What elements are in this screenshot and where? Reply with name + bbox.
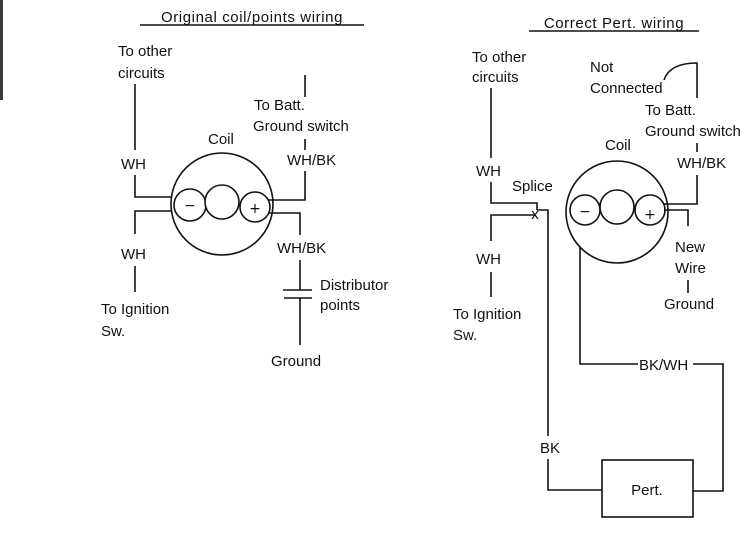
- right-wire-bkwh-left: [579, 222, 638, 365]
- left-to-other-circuits-1: To other: [118, 43, 172, 60]
- right-to-other-circuits-1: To other: [472, 49, 526, 66]
- right-wire-bk-lower: [547, 459, 602, 491]
- left-coil-positive-terminal: [239, 191, 271, 223]
- right-coil-center: [599, 189, 635, 225]
- right-new-wire-2: Wire: [675, 260, 706, 277]
- left-to-ignition-1: To Ignition: [101, 301, 169, 318]
- left-wire-label-whbk-top: WH/BK: [287, 152, 336, 169]
- right-to-batt-1: To Batt.: [645, 102, 696, 119]
- left-minus-sign: −: [184, 198, 196, 214]
- left-wire-label-wh-top: WH: [121, 156, 146, 173]
- left-wire-bottom-left-upper: [134, 210, 178, 234]
- right-wire-label-wh-top: WH: [476, 163, 501, 180]
- right-minus-sign: −: [579, 204, 591, 220]
- pertronix-label: Pert.: [631, 482, 663, 499]
- right-new-wire-1: New: [675, 239, 705, 256]
- pertronix-module: [601, 459, 694, 518]
- scan-edge: [0, 0, 3, 100]
- right-new-wire: [664, 209, 689, 226]
- left-points-label-2: points: [320, 297, 360, 314]
- right-to-ignition-1: To Ignition: [453, 306, 521, 323]
- right-not-connected-1: Not: [590, 59, 614, 76]
- right-not-connected-wire: [663, 62, 698, 98]
- right-coil-label: Coil: [605, 137, 631, 154]
- left-wire-top-left-lower: [134, 175, 178, 198]
- original-wiring-diagram: Original coil/points wiring To other cir…: [101, 9, 388, 370]
- left-ground-label: Ground: [271, 353, 321, 370]
- right-title: Correct Pert. wiring: [544, 15, 684, 32]
- right-wire-label-bk: BK: [540, 440, 560, 457]
- left-wire-label-wh-bottom: WH: [121, 246, 146, 263]
- right-plus-sign: +: [644, 207, 656, 223]
- right-wire-top-left-lower: [490, 182, 538, 210]
- left-wire-batt-lower: [268, 171, 306, 201]
- right-wire-bkwh-right: [693, 363, 724, 492]
- right-ground-label: Ground: [664, 296, 714, 313]
- left-wire-label-whbk-bottom: WH/BK: [277, 240, 326, 257]
- right-to-ignition-2: Sw.: [453, 327, 477, 344]
- left-to-ignition-2: Sw.: [101, 323, 125, 340]
- left-to-other-circuits-2: circuits: [118, 65, 165, 82]
- left-points-label-1: Distributor: [320, 277, 388, 294]
- right-wire-label-bkwh: BK/WH: [639, 357, 688, 374]
- left-plus-sign: +: [249, 201, 261, 217]
- left-coil-label: Coil: [208, 131, 234, 148]
- right-to-batt-2: Ground switch: [645, 123, 741, 140]
- right-wire-batt-lower: [664, 175, 698, 205]
- right-wire-label-whbk: WH/BK: [677, 155, 726, 172]
- right-wire-label-wh-bottom: WH: [476, 251, 501, 268]
- right-wire-bk-upper: [537, 209, 549, 436]
- right-not-connected-2: Connected: [590, 80, 663, 97]
- right-splice-label: Splice: [512, 178, 553, 195]
- left-to-batt-1: To Batt.: [254, 97, 305, 114]
- correct-pert-wiring-diagram: Correct Pert. wiring To other circuits W…: [453, 15, 741, 518]
- left-wire-points-upper: [268, 212, 301, 235]
- right-to-other-circuits-2: circuits: [472, 69, 519, 86]
- left-coil-center: [204, 184, 240, 220]
- left-title: Original coil/points wiring: [161, 9, 343, 26]
- left-to-batt-2: Ground switch: [253, 118, 349, 135]
- right-wire-bottom-left-upper: [490, 214, 535, 241]
